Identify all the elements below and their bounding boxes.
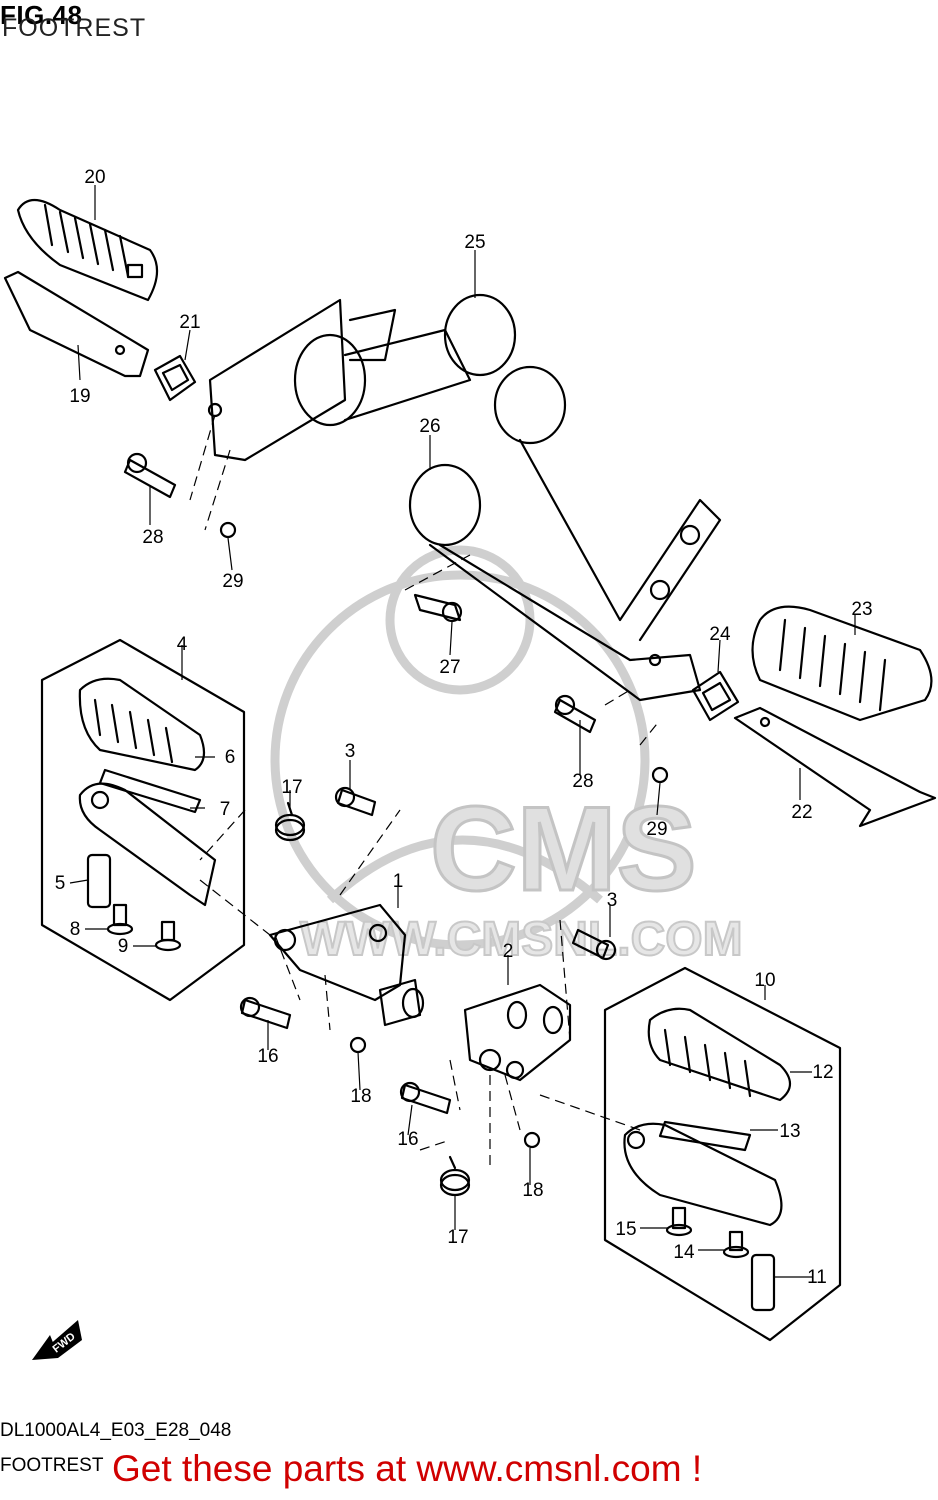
callout-3-right: 3 (607, 890, 618, 911)
callout-2: 2 (503, 941, 514, 962)
callout-12: 12 (812, 1062, 833, 1083)
callout-28-right: 28 (572, 771, 593, 792)
pin-16-right (399, 1081, 452, 1115)
spring-17-left (274, 801, 306, 842)
callout-8: 8 (70, 919, 81, 940)
callout-13: 13 (779, 1121, 800, 1142)
washer-24 (691, 670, 740, 722)
bracket-26 (408, 365, 722, 702)
figure-number: FIG.48 (0, 0, 83, 30)
callout-6: 6 (225, 747, 236, 768)
bolt-3-left (334, 786, 377, 817)
figure-title: FOOTREST (2, 14, 147, 42)
callout-18-left: 18 (350, 1086, 371, 1107)
bracket-25 (207, 293, 517, 462)
clip-18-right (523, 1131, 541, 1149)
callout-1: 1 (393, 871, 404, 892)
callout-15: 15 (615, 1219, 636, 1240)
watermark-logo: CMS (430, 782, 697, 916)
leader-lines (69, 185, 856, 1278)
callout-4: 4 (177, 634, 188, 655)
clip-29-left (219, 521, 237, 539)
clip-18-left (349, 1036, 367, 1054)
callout-3-left: 3 (345, 741, 356, 762)
footpeg-bracket-1 (268, 903, 425, 1027)
callout-18-right: 18 (522, 1180, 543, 1201)
footpeg-right (623, 1007, 792, 1312)
callout-11: 11 (807, 1267, 827, 1288)
washer-21 (153, 354, 197, 402)
callout-29-right: 29 (646, 819, 667, 840)
assembly-box-4 (40, 638, 246, 1002)
footpeg-left (78, 677, 217, 952)
callout-26: 26 (419, 416, 440, 437)
footrest-plate-right (733, 706, 937, 828)
footrest-plate-left (3, 270, 150, 378)
callout-7: 7 (220, 799, 231, 820)
callout-9: 9 (118, 936, 129, 957)
rubber-footrest-top-left (16, 198, 159, 302)
spring-17-right (439, 1155, 471, 1197)
diagram-code: DL1000AL4_E03_E28_048 (0, 1420, 232, 1441)
footpeg-bracket-2 (463, 983, 572, 1082)
callout-29-left: 29 (222, 571, 243, 592)
callout-5: 5 (55, 873, 66, 894)
callout-20: 20 (84, 167, 105, 188)
callout-24: 24 (709, 624, 731, 645)
bolt-3-right (571, 928, 617, 961)
callout-27: 27 (439, 657, 460, 678)
pin-16-left (239, 996, 292, 1030)
forward-arrow-icon: FWD (32, 1320, 82, 1360)
watermark-url: WWW.CMSNL.COM (300, 913, 743, 966)
rubber-footrest-right (751, 605, 933, 722)
callout-16-right: 16 (397, 1129, 418, 1150)
callout-16-left: 16 (257, 1046, 278, 1067)
cta-link[interactable]: Get these parts at www.cmsnl.com ! (112, 1448, 703, 1489)
clip-29-right (651, 766, 669, 784)
bolt-27 (413, 593, 463, 623)
pin-28-right (553, 694, 597, 734)
callout-23: 23 (851, 599, 872, 620)
callout-17-right: 17 (447, 1227, 468, 1248)
callout-10: 10 (754, 970, 775, 991)
callout-25: 25 (464, 232, 485, 253)
callout-14: 14 (673, 1242, 695, 1263)
callout-28-left: 28 (142, 527, 163, 548)
footer-title: FOOTREST (0, 1455, 104, 1476)
pin-28-left (123, 452, 177, 499)
assembly-box-10 (603, 966, 842, 1342)
callout-22: 22 (791, 802, 812, 823)
callout-21: 21 (179, 312, 200, 333)
callout-17-left: 17 (281, 777, 302, 798)
callout-19: 19 (69, 386, 90, 407)
